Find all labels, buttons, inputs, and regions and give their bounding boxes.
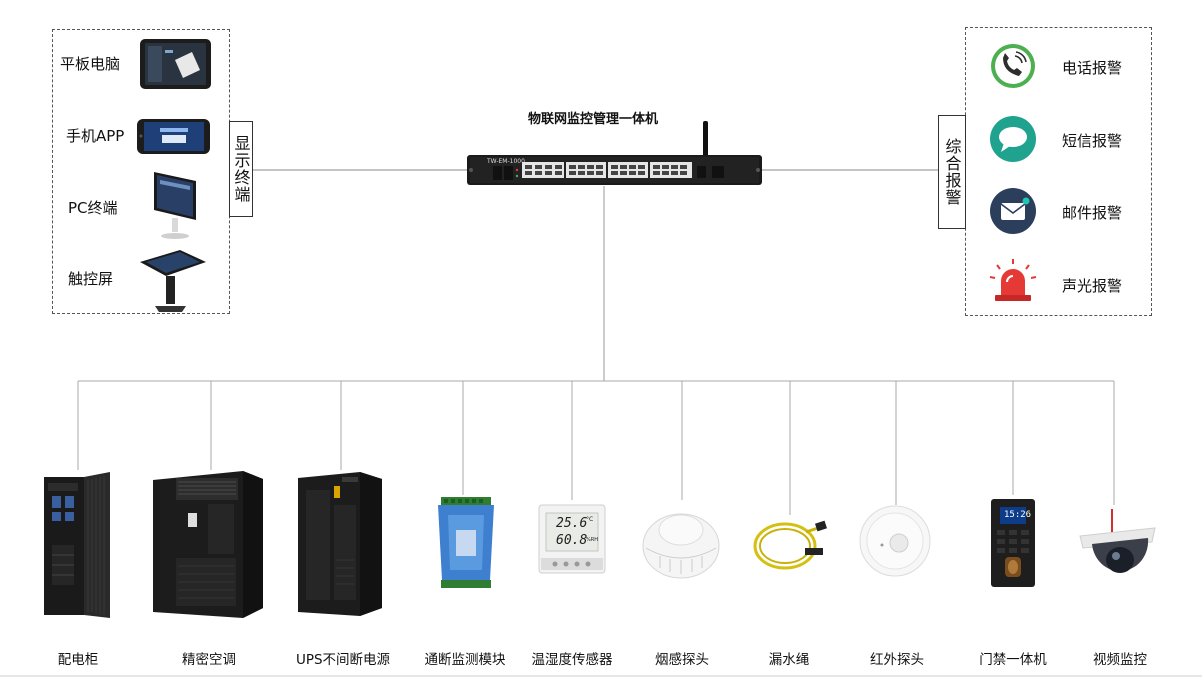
alarm-label-email: 邮件报警	[1062, 204, 1123, 222]
alarm-label-sms: 短信报警	[1062, 132, 1123, 150]
device-label-leak-rope: 漏水绳	[768, 652, 810, 668]
terminal-label-pc: PC终端	[68, 199, 118, 217]
temp-unit: °C	[586, 516, 594, 523]
humidity-readout: 60.8	[556, 533, 588, 548]
device-label-power-cabinet: 配电柜	[57, 652, 99, 668]
device-label-io-module: 通断监测模块	[424, 652, 506, 668]
bottom-divider	[0, 675, 1202, 677]
display-terminal-label: 显示终端	[229, 121, 253, 217]
device-label-ups: UPS不间断电源	[295, 652, 391, 668]
terminal-label-tablet: 平板电脑	[60, 55, 121, 73]
terminal-label-phone: 手机APP	[66, 127, 125, 145]
device-label-infrared: 红外探头	[870, 652, 924, 668]
hub-model: TW-EM-1000	[487, 158, 525, 165]
device-label-smoke: 烟感探头	[655, 652, 709, 668]
alarm-group-label: 综合报警	[938, 115, 966, 229]
device-label-camera: 视频监控	[1093, 652, 1147, 668]
alarm-label-phone: 电话报警	[1062, 59, 1123, 77]
access-screen-time: 15:26	[1004, 510, 1032, 520]
humidity-unit: %RH	[586, 537, 598, 543]
terminal-label-touchscreen: 触控屏	[68, 270, 114, 288]
device-label-access-control: 门禁一体机	[979, 652, 1047, 668]
hub-title: 物联网监控管理一体机	[528, 112, 659, 127]
device-label-precision-ac: 精密空调	[182, 652, 236, 668]
alarm-label-sound-light: 声光报警	[1062, 277, 1123, 295]
temp-readout: 25.6	[556, 516, 588, 531]
device-label-temp-humidity: 温湿度传感器	[531, 652, 613, 668]
